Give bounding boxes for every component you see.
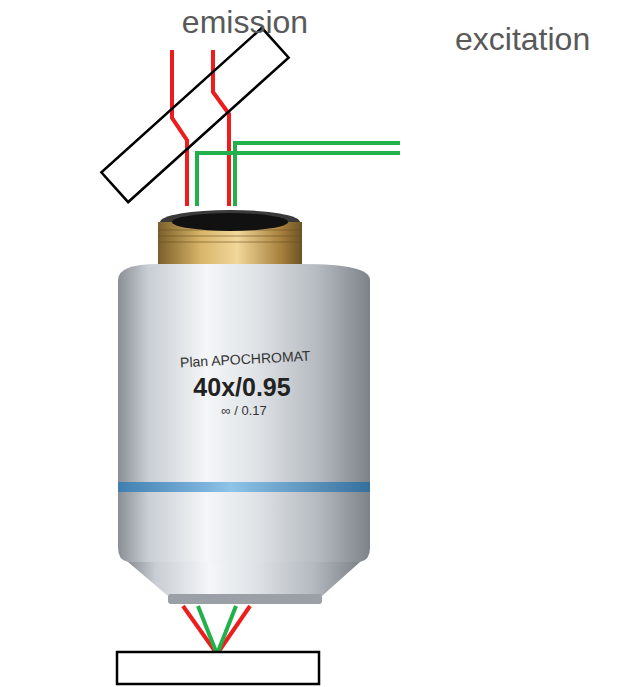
focused-beam	[183, 606, 250, 654]
beam-label: emission	[182, 6, 308, 38]
beam-label: excitation	[455, 23, 590, 55]
dichroic-mirror	[101, 28, 288, 202]
objective-lens	[118, 210, 370, 604]
objective-marking: 40x/0.95	[193, 375, 290, 400]
emission-beam	[172, 50, 229, 206]
sample-slide	[117, 652, 319, 684]
objective-marking: ∞ / 0.17	[221, 404, 266, 417]
excitation-beam	[197, 143, 400, 206]
